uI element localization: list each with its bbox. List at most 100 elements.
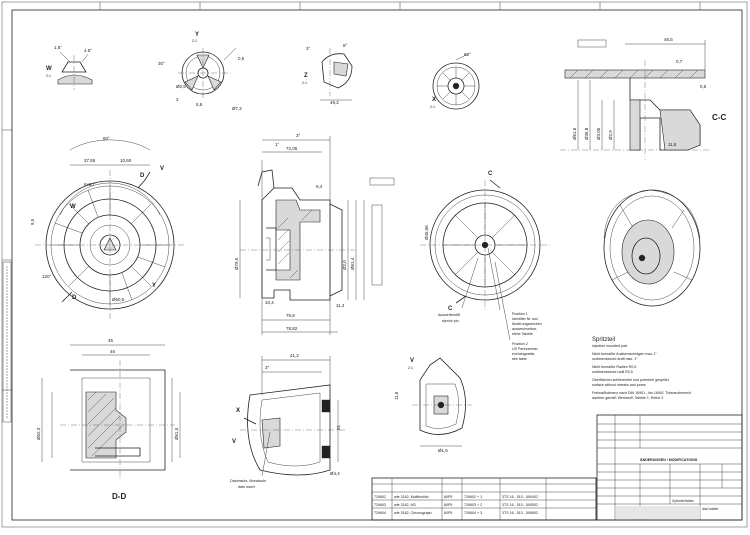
table-row-2-col-5: 3TS 16 - 510 - 590502	[502, 503, 538, 507]
view-x: X 2:1 60°	[430, 52, 480, 110]
front-marker-v: V	[160, 166, 164, 172]
cc-dim-6: Ø3,05	[596, 127, 601, 140]
detail-v: V 2:1 11,6 Ø1,5	[394, 357, 472, 453]
table-row-3-col-2: wfe 3162, Chronograph	[394, 511, 432, 515]
table-row-1-col-1: 729602	[374, 495, 386, 499]
cview-marker-top: C	[488, 171, 493, 177]
callout-pos2-line-1: US Partnummer	[512, 347, 539, 351]
view-y-dim-5: Ø7,2	[232, 106, 242, 111]
notes-line-2: undimensioned draft max. 1°	[592, 357, 638, 361]
table-row-1-col-5: 3TS 16 - 510 - 590402	[502, 495, 538, 499]
notes-title-sub: injection moulded part	[592, 344, 627, 348]
dd-dim-2: 46	[110, 349, 116, 354]
front-marker-w: W	[70, 204, 76, 210]
notes-line-6: surface without streaks and pores	[592, 383, 646, 387]
table-row-3-col-3: 60P5	[444, 511, 452, 515]
detail-dim-1: 11,6	[394, 391, 399, 400]
side-dim-5: Ø79,5	[234, 257, 239, 270]
front-dim-1: 60°	[103, 136, 110, 141]
callout-datum-title: Datumsuhr, Monatsuhr	[230, 479, 267, 483]
callout-pos1-line-1: Identifier Nr und	[512, 317, 538, 321]
general-notes: Spritzteil injection moulded part Nicht …	[592, 337, 692, 400]
view-y-dim-3: 2	[176, 97, 179, 102]
section-dd: 45 46 Ø62,3 Ø61,5 D-D	[36, 338, 181, 501]
view-y-scale: 2:1	[192, 39, 197, 43]
cview-dim-1: Ø45,06	[424, 225, 429, 240]
view-w: W 2:1 1.5° 4.5°	[46, 45, 93, 90]
callout-pos1-line-3: auswechselbar,	[512, 327, 537, 331]
bottom-dim-4: Ø4,4	[330, 471, 340, 476]
side-dim-10: 75,8	[286, 313, 295, 318]
view-w-dim-1: 1.5°	[54, 45, 62, 50]
bottom-marker-v: V	[232, 439, 236, 445]
side-dim-11: 78,82	[286, 326, 298, 331]
view-z-dim-1: 3°	[306, 46, 311, 51]
bottom-view: 41,2 3° 51 Ø4,4 V X	[232, 353, 345, 476]
callout-pos1-title: Position 1	[512, 312, 528, 316]
section-cc-label: C-C	[712, 113, 726, 122]
notes-line-4: undimensioned radii R0,5	[592, 370, 633, 374]
front-marker-d-top: D	[140, 173, 145, 179]
parts-table: 729602 wfe 3162, Multifunktiv 60P5 72960…	[371, 477, 597, 521]
notes-line-3: Nicht bemaßte Radien R0,5	[592, 365, 636, 369]
front-dim-5: 9,5	[30, 218, 35, 225]
side-dim-1: 3°	[296, 133, 301, 138]
view-y-dim-6: 5,5	[196, 102, 203, 107]
view-w-scale: 2:1	[46, 74, 51, 78]
view-y-letter: Y	[195, 32, 199, 38]
table-row-2-col-1: 729603	[374, 503, 386, 507]
table-row-2-col-4: 729603 + 2	[464, 503, 482, 507]
side-section-view: 3° 1° 72,05 9,4 Ø79,5 Ø2,0 Ø61,4 10,4 11…	[234, 133, 395, 335]
cc-dim-7: Ø2,9	[608, 130, 613, 140]
front-marker-d-bottom: D	[72, 295, 77, 301]
cc-dim-1: 46,5	[664, 37, 673, 42]
view-z-dim-2: 8°	[343, 43, 348, 48]
dd-dim-4: Ø61,5	[174, 427, 179, 440]
callout-pos1-line-2: Änderungszeichen	[512, 322, 542, 326]
isometric-view	[603, 189, 701, 307]
notes-title: Spritzteil	[592, 337, 615, 343]
bottom-dim-3: 51	[336, 424, 341, 430]
view-z-letter: Z	[304, 73, 308, 79]
view-z-scale: 2:1	[302, 81, 307, 85]
view-y: Y 2:1 30° Ø0,5 2 0,5 Ø7,2 5,5	[158, 32, 245, 111]
notes-line-1: Nicht bemaßte Ausformschrägen max.1°	[592, 352, 657, 356]
bottom-dim-1: 41,2	[290, 353, 299, 358]
dd-dim-1: 45	[108, 338, 114, 343]
detail-v-scale: 2:1	[408, 366, 413, 370]
side-dim-3: 72,05	[286, 146, 298, 151]
table-row-3-col-5: 3TS 16 - 510 - 590602	[502, 511, 538, 515]
front-dim-2: 37,55	[84, 158, 96, 163]
cc-dim-4: Ø61,6	[572, 127, 577, 140]
view-w-dim-2: 4.5°	[84, 48, 92, 53]
table-row-2-col-3: 60P5	[444, 503, 452, 507]
cc-dim-5: Ø36,8	[584, 127, 589, 140]
side-dim-9: 11,4	[336, 303, 345, 308]
callouts: Position 1 Identifier Nr und Änderungsze…	[230, 247, 542, 489]
side-dim-7: Ø61,4	[350, 257, 355, 270]
title-block: ÄNDERUNGEN / MODIFICATIONS Zylinderhalte…	[596, 414, 743, 521]
view-z: Z 2:1 3° 8° 49,2	[302, 43, 353, 105]
front-dim-4: 6x60°	[84, 182, 96, 187]
section-dd-label: D-D	[112, 492, 126, 501]
view-x-letter: X	[432, 97, 436, 103]
front-marker-y: Y	[152, 283, 156, 289]
notes-line-8: darüber gemäß Werkstoff, Tabelle 1, Reih…	[592, 396, 663, 400]
side-dim-2: 1°	[275, 142, 280, 147]
side-dim-6: Ø2,0	[342, 260, 347, 270]
table-row-2-col-2: wfe 3162, M3	[394, 503, 416, 507]
front-dim-7: Ø60,5	[112, 297, 125, 302]
callout-pos1-line-4: siehe Tabelle	[512, 332, 533, 336]
table-row-1-col-2: wfe 3162, Multifunktiv	[394, 495, 429, 499]
cc-dim-8: 11,5	[668, 142, 677, 147]
section-cc: 46,5 0,7 0,5 Ø61,6 Ø36,8 Ø3,05 Ø2,9 11,5…	[560, 37, 726, 160]
title-block-heading: ÄNDERUNGEN / MODIFICATIONS	[640, 458, 698, 462]
view-y-dim-4: 0,5	[238, 56, 245, 61]
front-dim-6: 120°	[42, 274, 52, 279]
cc-dim-2: 0,7	[676, 59, 683, 64]
notes-line-7: Freimaßtoleranz nach DIN 16901 - bis 169…	[592, 391, 692, 395]
front-dim-3: 10,60	[120, 158, 132, 163]
view-x-scale: 2:1	[430, 105, 435, 109]
table-row-1-col-4: 729602 + 1	[464, 495, 482, 499]
front-view: 60° 37,55 10,60 6x60° 9,5 120° Ø60,5 V D…	[30, 136, 185, 320]
